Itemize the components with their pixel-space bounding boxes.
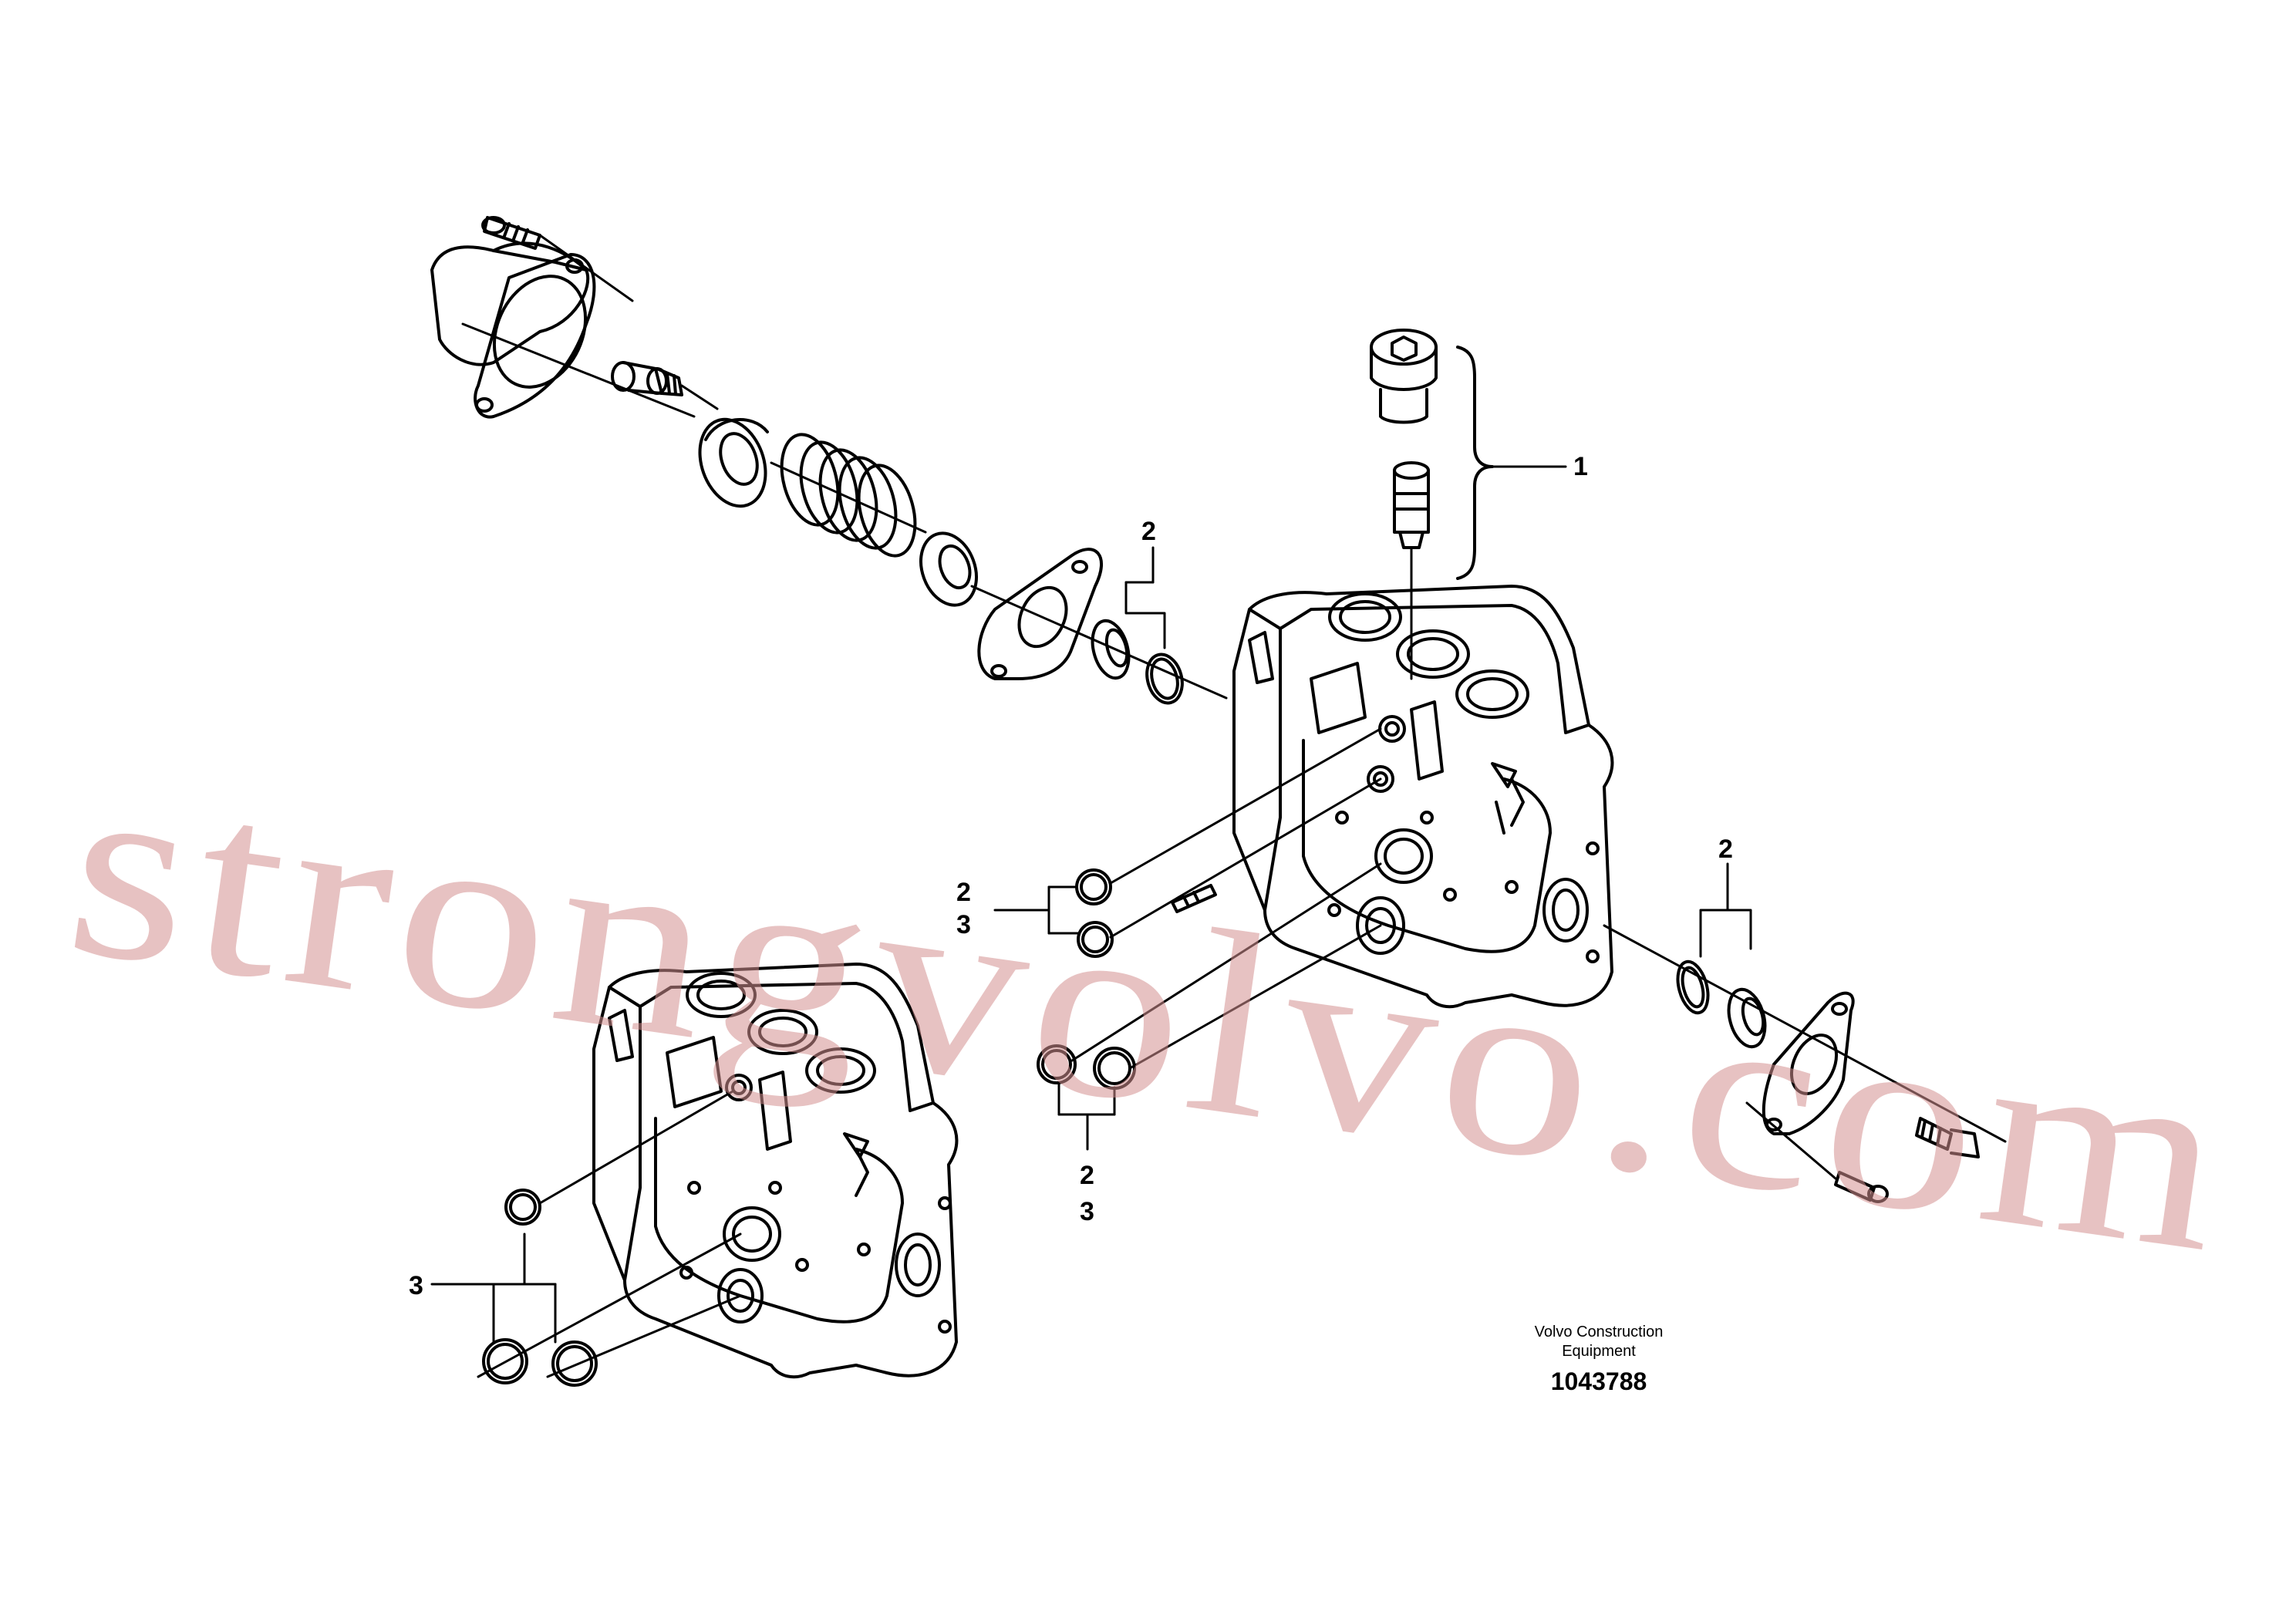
valve-section-main [1232,585,1614,1009]
spring [770,433,927,558]
o-ring-mid-3 [1037,1044,1077,1084]
gasket-plate-right [1762,991,1855,1135]
spring-seat-2 [919,531,978,607]
part-number: 1043788 [1551,1367,1647,1395]
axis-lower-a [538,1090,734,1205]
valve-section-lower [592,963,959,1379]
o-ring-upper [1145,653,1184,705]
credit-line-2: Equipment [1562,1343,1636,1360]
callout-label-2-top: 2 [1141,517,1156,546]
gasket-plate-upper [970,548,1228,700]
axis-mid-c [1070,862,1382,1062]
axis-right [1603,924,2007,1143]
plug-fitting-right [1915,1117,1980,1158]
axis-mid-b [1109,777,1382,939]
axis-lower-c [546,1294,742,1378]
backup-ring-right [1727,987,1767,1049]
callout-label-2-bottom: 2 [1080,1161,1094,1190]
credit-line-1: Volvo Construction [1535,1324,1664,1340]
backup-ring-upper [1091,619,1131,680]
spring-pin [1171,884,1217,913]
o-ring-lower-b [551,1340,598,1387]
relief-valve-plug [1370,329,1438,424]
callout-label-1: 1 [1573,452,1588,481]
callout-label-2-right: 2 [1718,835,1733,864]
callout-label-3-bottom: 3 [1080,1197,1094,1226]
axis-mid-d [1128,924,1382,1070]
callout-label-3-lowerleft: 3 [409,1271,423,1300]
callout-leaders [430,546,1752,1344]
o-ring-lower-a [482,1338,528,1384]
watermark: strongvolvo.com [54,717,2248,1308]
axis-mid-a [1109,727,1382,885]
callout-label-3-left: 3 [956,910,971,939]
spring-seat [698,417,769,508]
o-ring-right [1676,959,1710,1015]
spool-end-part [611,361,719,410]
relief-valve-cartridge [1393,461,1430,680]
bracket-callout-1 [1456,346,1494,580]
o-ring-lower-top [504,1189,541,1226]
axis-lower-b [477,1233,742,1378]
callout-label-2-left: 2 [956,878,971,907]
cap-screw-right [1745,1101,1889,1203]
o-ring-mid-2 [1077,921,1114,958]
end-cover-flange [430,241,696,419]
